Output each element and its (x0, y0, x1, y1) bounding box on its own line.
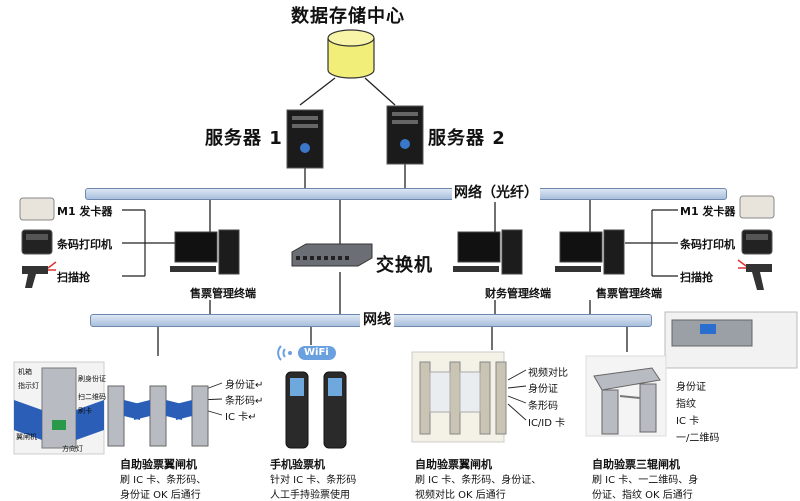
finance-terminal-label: 财务管理终端 (485, 287, 551, 300)
gate3-callout-icid: IC/ID 卡 (528, 418, 566, 429)
ticket-terminal-left-label: 售票管理终端 (190, 287, 256, 300)
fiber-network-bus (85, 188, 727, 200)
gate4-callout-fingerprint: 指纹 (676, 399, 696, 410)
server-1-label: 服务器 1 (205, 128, 283, 149)
part-label-direction-light: 方向灯 (62, 445, 83, 453)
printer-label-left: 条码打印机 (57, 238, 112, 251)
fiber-network-label: 网络（光纤） (452, 182, 540, 202)
switch-label: 交换机 (376, 255, 433, 276)
gate4-caption-line-2: 份证、指纹 OK 后通行 (592, 490, 693, 501)
gate2-caption-line-1: 针对 IC 卡、条形码 (270, 475, 357, 486)
gate2-caption-line-2: 人工手持验票使用 (270, 490, 350, 501)
part-label-id-card: 刷身份证 (78, 375, 106, 383)
gate3-caption-line-1: 刷 IC 卡、条形码、身份证、 (415, 475, 542, 486)
wifi-label: WiFi (304, 347, 329, 358)
gate1-caption-line-1: 刷 IC 卡、条形码、 (120, 475, 207, 486)
gate4-caption-line-1: 刷 IC 卡、一二维码、身 (592, 475, 699, 486)
part-label-card: 刷卡 (78, 407, 92, 415)
part-label-indicator: 指示灯 (18, 382, 39, 390)
gate3-callout-id: 身份证 (528, 384, 558, 395)
gate4-callout-code: 一/二维码 (676, 433, 720, 444)
gate2-caption-title: 手机验票机 (270, 458, 325, 471)
cable-network-label: 网线 (360, 309, 394, 329)
gate3-caption-title: 自助验票翼闸机 (415, 458, 492, 471)
card-issuer-label-right: M1 发卡器 (680, 205, 736, 218)
gate1-callout-barcode: 条形码↵ (225, 396, 264, 407)
part-label-qrcode: 扫二维码 (78, 393, 106, 401)
printer-label-right: 条码打印机 (680, 238, 735, 251)
gate4-caption-title: 自助验票三辊闸机 (592, 458, 680, 471)
gate4-callout-ic: IC 卡 (676, 416, 700, 427)
scanner-label-left: 扫描抢 (57, 271, 90, 284)
gate3-caption-line-2: 视频对比 OK 后通行 (415, 490, 506, 501)
part-label-chassis: 机箱 (18, 368, 32, 376)
card-issuer-label-left: M1 发卡器 (57, 205, 113, 218)
gate1-caption-title: 自助验票翼闸机 (120, 458, 197, 471)
gate3-callout-barcode: 条形码 (528, 401, 558, 412)
gate1-callout-ic: IC 卡↵ (225, 412, 257, 423)
gate3-callout-video: 视频对比 (528, 368, 568, 379)
diagram-title: 数据存储中心 (291, 6, 405, 27)
scanner-label-right: 扫描抢 (680, 271, 713, 284)
ticket-terminal-right-label: 售票管理终端 (596, 287, 662, 300)
part-label-wing: 翼闸机 (16, 433, 37, 441)
gate1-callout-id: 身份证↵ (225, 380, 264, 391)
server-2-label: 服务器 2 (428, 128, 506, 149)
gate4-callout-id: 身份证 (676, 382, 706, 393)
gate1-caption-line-2: 身份证 OK 后通行 (120, 490, 201, 501)
